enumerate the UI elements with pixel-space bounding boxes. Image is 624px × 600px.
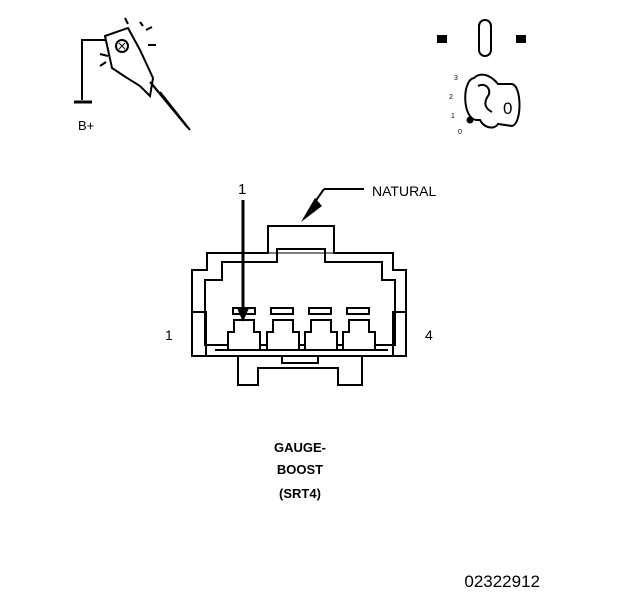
key-position-label: 0 <box>503 99 512 118</box>
pin-4-side-label: 4 <box>425 327 433 343</box>
ignition-position-2: 2 <box>449 94 453 101</box>
connector-pin-1 <box>227 319 261 351</box>
color-callout-arrow <box>301 188 364 222</box>
ignition-position-3: 3 <box>454 75 458 82</box>
caption-line-3: (SRT4) <box>279 486 321 501</box>
b-plus-label: B+ <box>78 118 94 133</box>
connector-pins <box>227 319 376 351</box>
ignition-position-1: 1 <box>451 113 455 120</box>
ignition-position-0: 0 <box>458 129 462 136</box>
pin-1-side-label: 1 <box>165 327 173 343</box>
ignition-key-icon <box>437 19 526 129</box>
connector-pin-2 <box>266 319 300 351</box>
caption-line-2: BOOST <box>277 462 323 477</box>
connector-color-label: NATURAL <box>372 183 437 199</box>
test-light-icon <box>74 17 191 131</box>
figure-id: 02322912 <box>464 572 540 591</box>
connector-pin-3 <box>304 319 338 351</box>
caption-line-1: GAUGE- <box>274 440 326 455</box>
pin-callout-arrow <box>237 200 249 322</box>
connector-body <box>191 225 407 386</box>
connector-pin-slots <box>232 307 370 315</box>
pin-callout-label: 1 <box>238 181 246 198</box>
connector-pin-4 <box>342 319 376 351</box>
